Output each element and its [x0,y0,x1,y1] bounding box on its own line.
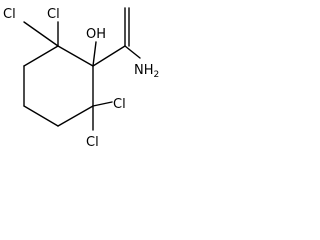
structure-diagram: Cl Cl OH NH2 Cl Cl [0,0,166,152]
hydroxyl-label: OH [86,27,106,42]
cyclohexane-ring [23,45,94,127]
ring-bond-c4-c5 [23,105,59,127]
substituent-bonds [23,7,141,131]
ring-bond-c1-c2 [57,45,94,67]
ring-bond-c5-c6 [57,105,94,127]
chlorine-top-right-label: Cl [47,7,60,22]
amide-subscript-2: 2 [154,70,160,80]
bond-carbonyl-nh2 [124,45,141,59]
atom-labels: Cl Cl OH NH2 Cl Cl [3,7,159,150]
bond-c6-cl-right [92,101,113,107]
amide-nh2-label: NH2 [134,63,159,80]
amide-nh-text: NH [134,63,154,78]
chlorine-bottom-right-label: Cl [113,97,126,112]
ring-bond-c2-c3 [23,45,59,67]
chlorine-top-left-label: Cl [3,7,16,22]
bond-c1-carbonyl-carbon [92,45,126,67]
molecule-drawing: Cl Cl OH NH2 Cl Cl [3,7,159,150]
chlorine-bottom-label: Cl [86,135,99,150]
bond-c2-cl-top-left [23,21,59,47]
bond-c1-oh [92,41,97,67]
